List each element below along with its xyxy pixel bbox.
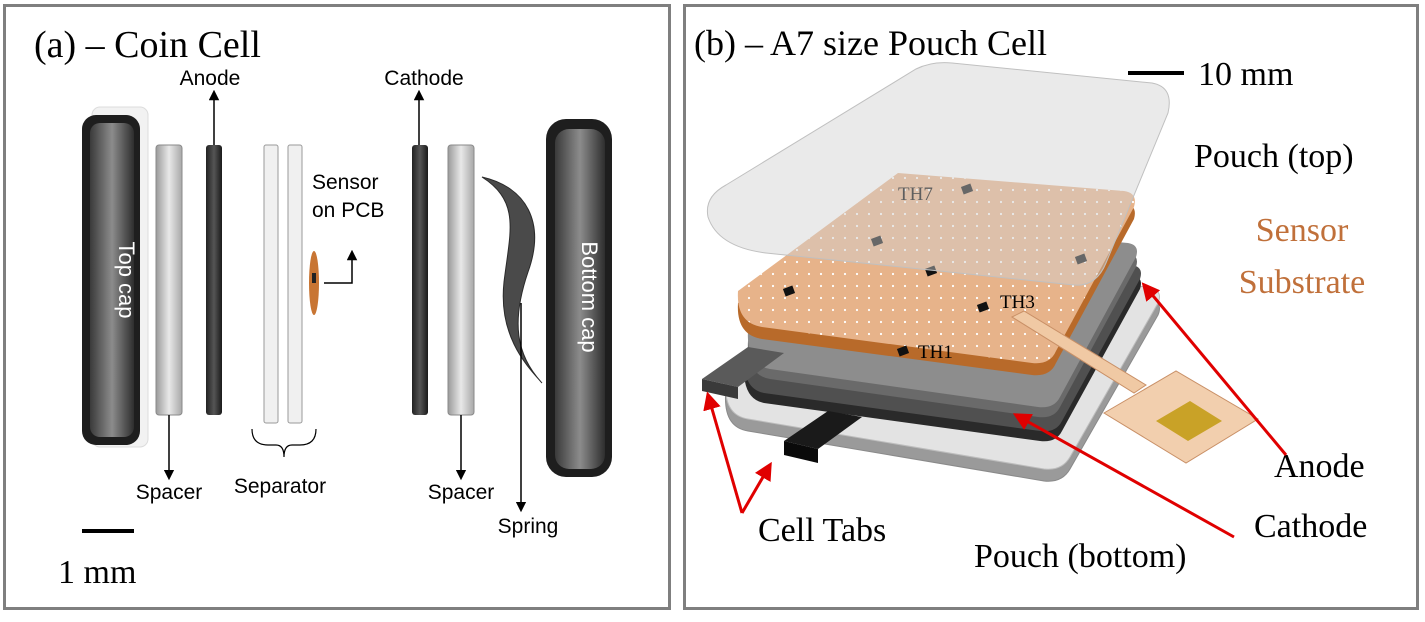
cell-tabs xyxy=(702,347,862,463)
cathode-label: Cathode xyxy=(384,67,463,90)
cathode-disk: Cathode xyxy=(384,67,464,415)
top-cap: Top cap xyxy=(82,106,149,448)
separator: Separator xyxy=(234,144,326,498)
anode-label: Anode xyxy=(180,67,241,90)
top-cap-label: Top cap xyxy=(114,241,139,318)
panel-b-title: (b) – A7 size Pouch Cell xyxy=(694,23,1047,63)
scale-bar-a-label: 1 mm xyxy=(58,554,136,591)
coin-cell-diagram: (a) – Coin Cell Top cap Spacer Anode xyxy=(34,24,612,591)
spacer-right: Spacer xyxy=(428,144,495,504)
panel-coin-cell: (a) – Coin Cell Top cap Spacer Anode xyxy=(3,4,671,610)
separator-label: Separator xyxy=(234,475,326,498)
spring-label: Spring xyxy=(498,515,559,538)
arrow-anode xyxy=(1141,282,1288,456)
sensor-label-line2: on PCB xyxy=(312,199,384,222)
pouch-bottom-label: Pouch (bottom) xyxy=(974,538,1186,575)
cell-tabs-label: Cell Tabs xyxy=(758,512,886,549)
sensor-label-line1: Sensor xyxy=(312,171,379,194)
sensor-on-pcb: Sensor on PCB xyxy=(309,171,384,315)
pouch-top-label: Pouch (top) xyxy=(1194,138,1354,175)
bottom-cap: Bottom cap xyxy=(546,119,612,477)
scale-bar-a: 1 mm xyxy=(58,529,136,591)
scale-bar-b-label: 10 mm xyxy=(1198,56,1293,93)
pouch-top xyxy=(706,62,1170,286)
spacer-left: Spacer xyxy=(136,144,203,504)
sensor-substrate: TH7 TH3 TH1 xyxy=(737,173,1259,464)
panel-pouch-cell: (b) – A7 size Pouch Cell 10 mm xyxy=(683,4,1419,610)
th3-label: TH3 xyxy=(1000,292,1035,313)
sensor-substrate-label-line1: Sensor xyxy=(1256,212,1349,249)
panel-a-title: (a) – Coin Cell xyxy=(34,24,261,66)
spring: Spring xyxy=(481,176,559,538)
spacer-right-label: Spacer xyxy=(428,481,495,504)
th1-label: TH1 xyxy=(918,342,953,363)
cathode-label: Cathode xyxy=(1254,508,1367,545)
anode-disk: Anode xyxy=(180,67,241,415)
red-arrows xyxy=(703,282,1288,539)
th7-label: TH7 xyxy=(898,184,933,205)
spacer-left-label: Spacer xyxy=(136,481,203,504)
arrow-tab-1 xyxy=(703,391,744,514)
bottom-cap-label: Bottom cap xyxy=(577,241,602,352)
pouch-cell-diagram: (b) – A7 size Pouch Cell 10 mm xyxy=(694,23,1367,575)
sensor-substrate-label-line2: Substrate xyxy=(1239,264,1366,301)
arrow-cathode xyxy=(1012,413,1235,539)
scale-bar-b: 10 mm xyxy=(1128,56,1293,93)
anode-label: Anode xyxy=(1274,448,1365,485)
arrow-tab-2 xyxy=(740,461,772,514)
